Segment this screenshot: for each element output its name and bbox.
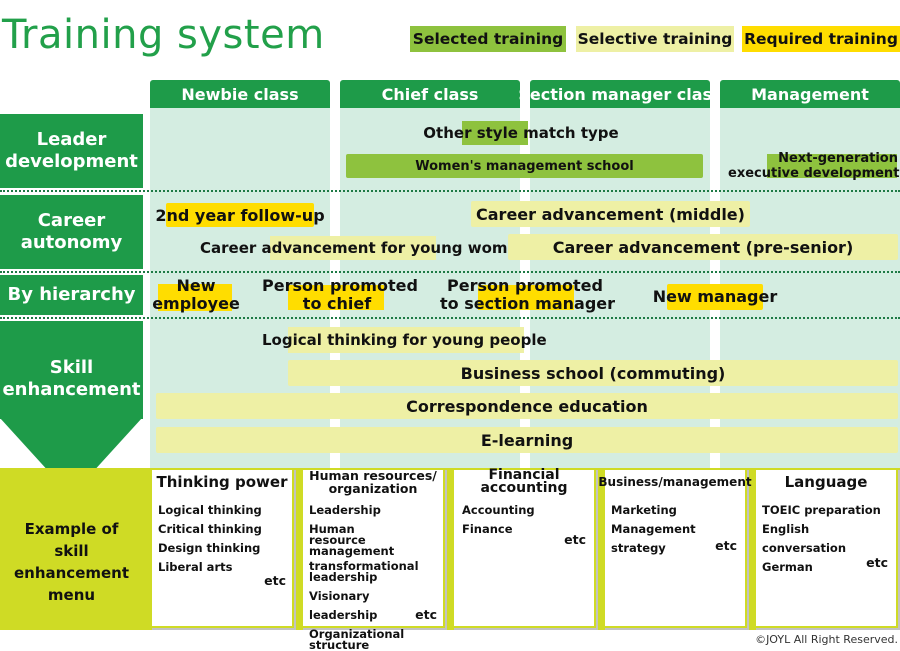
legend-required-training: Required training bbox=[742, 26, 900, 52]
list-item: English conversation bbox=[762, 522, 847, 555]
list-item: Human resource management bbox=[309, 522, 395, 558]
new-employee-highlight bbox=[158, 284, 232, 311]
category-leader-line1: Leader bbox=[36, 129, 107, 150]
e-learning: E-learning bbox=[156, 427, 898, 453]
career-advancement-pre-senior: Career advancement (pre-senior) bbox=[508, 234, 898, 260]
menu-card-financial-accounting: Financial accounting Accounting Finance … bbox=[452, 468, 596, 628]
card-etc: etc bbox=[415, 607, 437, 622]
category-career-line1: Career bbox=[37, 210, 106, 231]
card-title-business-management: Business/management bbox=[598, 474, 752, 489]
card-items-human-resources: Leadership Human resource management tra… bbox=[309, 501, 437, 651]
menu-card-thinking-power: Thinking power Logical thinking Critical… bbox=[150, 468, 294, 628]
menu-card-business-management: Business/management Marketing Management… bbox=[598, 468, 752, 628]
list-item: Leadership bbox=[309, 503, 381, 517]
page-title: Training system bbox=[2, 12, 325, 58]
card-title-human-resources: Human resources/organization bbox=[303, 468, 443, 496]
legend-selected-training: Selected training bbox=[410, 26, 566, 52]
row-separator-1 bbox=[0, 190, 900, 192]
list-item: Liberal arts bbox=[158, 560, 233, 574]
list-item: Marketing bbox=[611, 503, 677, 517]
card-title-financial-accounting: Financial accounting bbox=[480, 467, 568, 496]
correspondence-education: Correspondence education bbox=[156, 393, 898, 419]
promoted-section-highlight bbox=[478, 285, 574, 310]
list-item: Accounting bbox=[462, 503, 535, 517]
womens-management-school: Women's management school bbox=[346, 154, 703, 178]
card-etc: etc bbox=[715, 538, 737, 553]
list-item: Finance bbox=[462, 522, 513, 536]
next-gen-line1: Next-generation bbox=[778, 151, 898, 166]
second-year-follow-up: 2nd year follow-up bbox=[155, 203, 325, 227]
category-skill-line1: Skill bbox=[49, 357, 94, 378]
column-header-management: Management bbox=[720, 80, 900, 108]
skill-menu-label: Example of skill enhancement menu bbox=[0, 518, 143, 606]
list-item: Visionary leadership bbox=[309, 589, 378, 622]
list-item: TOEIC preparation bbox=[762, 503, 881, 517]
career-young-women-highlight bbox=[270, 236, 436, 260]
list-item: Organizational structure design bbox=[309, 627, 405, 651]
row-separator-2 bbox=[0, 271, 900, 273]
career-advancement-middle: Career advancement (middle) bbox=[471, 201, 750, 227]
promoted-section-line2: to section manager bbox=[440, 294, 616, 313]
promoted-chief-line1: Person promoted bbox=[262, 276, 418, 295]
list-item: transformational leadership bbox=[309, 559, 419, 584]
category-leader-line2: development bbox=[5, 151, 138, 172]
new-manager-highlight bbox=[667, 284, 763, 310]
promoted-chief-line2: to chief bbox=[302, 294, 372, 313]
card-items-business-management: Marketing Management strategy bbox=[611, 501, 739, 558]
category-skill-line2: enhancement bbox=[2, 379, 141, 400]
card-title-hr-line1: Human resources/ bbox=[309, 468, 437, 483]
copyright: ©JOYL All Right Reserved. bbox=[755, 633, 898, 646]
new-employee-line1: New bbox=[176, 276, 216, 295]
menu-label-line3: menu bbox=[47, 586, 96, 604]
promoted-chief-highlight bbox=[288, 285, 384, 310]
new-manager: New manager bbox=[652, 287, 778, 306]
category-by-hierarchy: By hierarchy bbox=[0, 275, 143, 315]
promoted-section-line1: Person promoted bbox=[447, 276, 603, 295]
card-etc: etc bbox=[866, 555, 888, 570]
list-item: German bbox=[762, 560, 813, 574]
column-header-section-manager: Section manager class bbox=[518, 80, 722, 108]
card-title-language: Language bbox=[784, 472, 868, 491]
list-item: Design thinking bbox=[158, 541, 261, 555]
menu-card-human-resources: Human resources/organization Leadership … bbox=[301, 468, 445, 651]
other-style-match-type: Other style match type bbox=[423, 124, 619, 142]
card-items-thinking-power: Logical thinking Critical thinking Desig… bbox=[158, 501, 286, 577]
business-school-commuting: Business school (commuting) bbox=[288, 360, 898, 386]
card-etc: etc bbox=[564, 532, 586, 547]
list-item: Logical thinking bbox=[158, 503, 262, 517]
menu-label-line2: skill enhancement bbox=[13, 542, 130, 582]
category-career-line2: autonomy bbox=[20, 232, 123, 253]
column-header-chief: Chief class bbox=[340, 80, 520, 108]
next-gen-line2: executive development bbox=[728, 166, 900, 181]
logical-thinking-for-young-people: Logical thinking for young people bbox=[262, 331, 547, 349]
card-title-hr-line2: organization bbox=[328, 481, 418, 496]
card-items-language: TOEIC preparation English conversation G… bbox=[762, 501, 890, 577]
career-advancement-young-women: Career advancement for young women bbox=[200, 239, 529, 257]
legend-selective-training: Selective training bbox=[576, 26, 734, 52]
row-separator-3 bbox=[0, 317, 900, 319]
card-items-financial-accounting: Accounting Finance bbox=[462, 501, 588, 539]
logical-thinking-young-bar bbox=[288, 327, 524, 353]
card-title-thinking-power: Thinking power bbox=[156, 472, 288, 491]
menu-label-line1: Example of bbox=[24, 520, 119, 538]
list-item: Critical thinking bbox=[158, 522, 262, 536]
menu-card-language: Language TOEIC preparation English conve… bbox=[754, 468, 898, 628]
column-header-newbie: Newbie class bbox=[150, 80, 330, 108]
list-item: Management strategy bbox=[611, 522, 696, 555]
next-generation-highlight bbox=[767, 154, 897, 178]
card-etc: etc bbox=[264, 573, 286, 588]
new-employee-line2: employee bbox=[152, 294, 240, 313]
other-style-highlight bbox=[462, 121, 528, 145]
